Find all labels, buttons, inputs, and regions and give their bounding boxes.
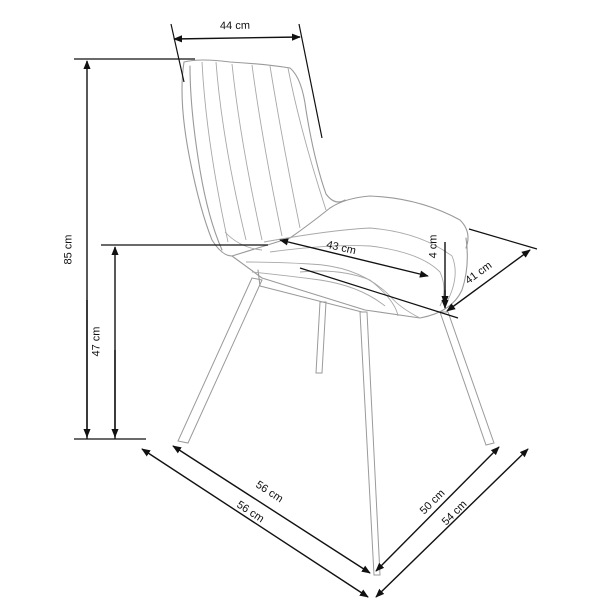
dimension-seat-thickness: [299, 242, 459, 319]
chair-legs: [177, 277, 495, 576]
leg-back-left: [177, 277, 263, 444]
dimension-total-height: [74, 58, 195, 440]
leg-front-middle: [359, 311, 381, 576]
label-total-height: 85 cm: [62, 234, 75, 265]
dimension-seat-width: [446, 228, 538, 312]
dimension-base-depth-inner: [172, 445, 371, 574]
dimension-base-width-outer: [375, 448, 529, 598]
dimension-backrest-width: [170, 23, 323, 139]
label-backrest-width: 44 cm: [219, 19, 251, 33]
label-seat-height: 47 cm: [90, 326, 103, 357]
dimension-seat-depth: [279, 238, 429, 278]
label-seat-thickness: 4 cm: [427, 234, 440, 259]
dimension-base-width-inner: [375, 446, 500, 572]
chair-backrest: [181, 59, 346, 257]
dimension-base-depth-outer: [141, 448, 369, 598]
dimension-seat-height: [101, 244, 268, 439]
leg-back-middle: [315, 301, 327, 374]
leg-front-right: [439, 311, 495, 446]
